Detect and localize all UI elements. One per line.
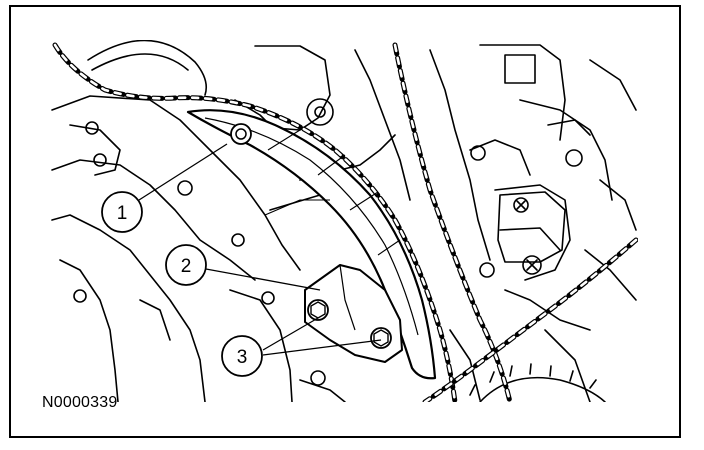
bolt-upper	[307, 299, 329, 321]
callout-1: 1	[101, 191, 143, 233]
figure-id-label: N0000339	[42, 394, 118, 411]
timing-chain-lower	[422, 237, 638, 402]
callout-number: 3	[237, 347, 248, 368]
leader-lines	[138, 143, 382, 356]
callout-number: 2	[181, 256, 192, 277]
sprocket	[87, 40, 606, 402]
callout-3: 3	[221, 335, 263, 377]
callout-2: 2	[165, 244, 207, 286]
engine-bolt-holes	[73, 98, 583, 386]
timing-chain-guide	[186, 109, 437, 380]
timing-chain-upper	[52, 42, 458, 402]
callout-number: 1	[117, 203, 128, 224]
bolt-lower	[370, 327, 392, 349]
guide-bracket-right	[497, 191, 566, 275]
